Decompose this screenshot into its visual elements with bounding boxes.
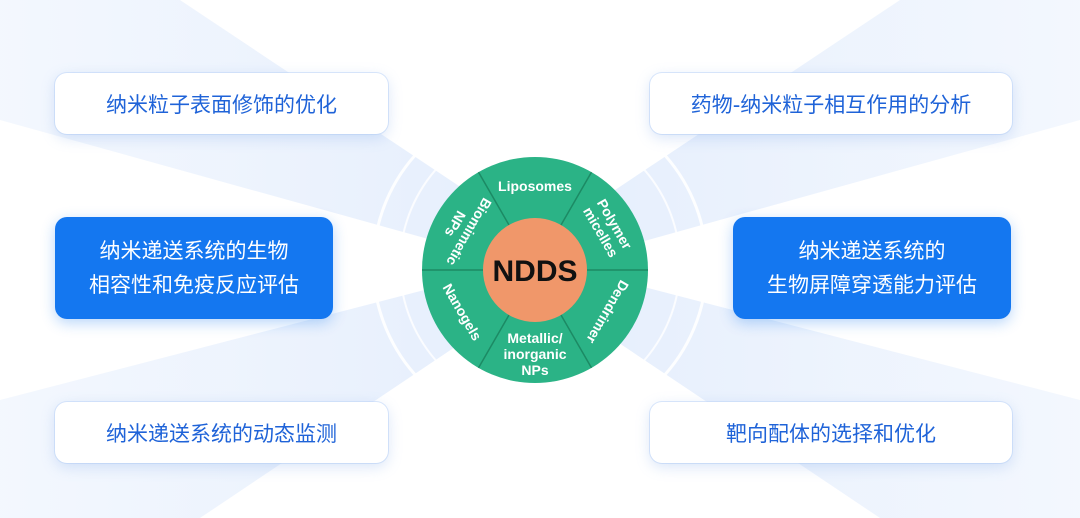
center-circle (483, 218, 587, 322)
card-surface-modification-text: 纳米粒子表面修饰的优化 (106, 92, 337, 117)
card-biological-barrier-assessment: 纳米递送系统的 生物屏障穿透能力评估 (733, 217, 1011, 319)
card-targeting-ligand-selection: 靶向配体的选择和优化 (650, 402, 1012, 463)
card-drug-nanoparticle-interaction-text: 药物-纳米粒子相互作用的分析 (690, 92, 972, 117)
segment-divider (477, 314, 510, 369)
arc-right-inner (639, 164, 681, 366)
card-dynamic-monitoring-text: 纳米递送系统的动态监测 (106, 421, 337, 446)
segment-divider (477, 171, 510, 226)
segment-label-liposomes: Liposomes (498, 178, 572, 194)
center-label: NDDS (492, 255, 577, 288)
segment-divider (560, 171, 593, 226)
segment-divider (560, 314, 593, 369)
segment-label-metallic-inorganic-nps: Metallic/ (507, 330, 562, 346)
arc-left-outer (371, 148, 422, 382)
card-biocompatibility-line2: 相容性和免疫反应评估 (89, 273, 299, 297)
card-drug-nanoparticle-interaction: 药物-纳米粒子相互作用的分析 (650, 73, 1012, 134)
segment-label-metallic-inorganic-nps: inorganic (503, 346, 566, 362)
segment-liposomes: Liposomes (498, 178, 572, 194)
card-biocompatibility-immune-assessment: 纳米递送系统的生物 相容性和免疫反应评估 (55, 217, 333, 319)
arc-left-inner (399, 164, 441, 366)
card-barrier-line1: 纳米递送系统的 (798, 239, 946, 263)
card-dynamic-monitoring: 纳米递送系统的动态监测 (55, 402, 388, 463)
card-surface-modification: 纳米粒子表面修饰的优化 (55, 73, 388, 134)
card-targeting-ligand-selection-text: 靶向配体的选择和优化 (726, 421, 936, 446)
beam-upper-left (0, 0, 540, 270)
segment-label-metallic-inorganic-nps: NPs (521, 362, 548, 378)
card-biocompatibility-line1: 纳米递送系统的生物 (99, 239, 289, 263)
beam-upper-right (540, 0, 1080, 270)
arc-right-outer (658, 148, 709, 382)
card-barrier-line2: 生物屏障穿透能力评估 (767, 273, 977, 297)
